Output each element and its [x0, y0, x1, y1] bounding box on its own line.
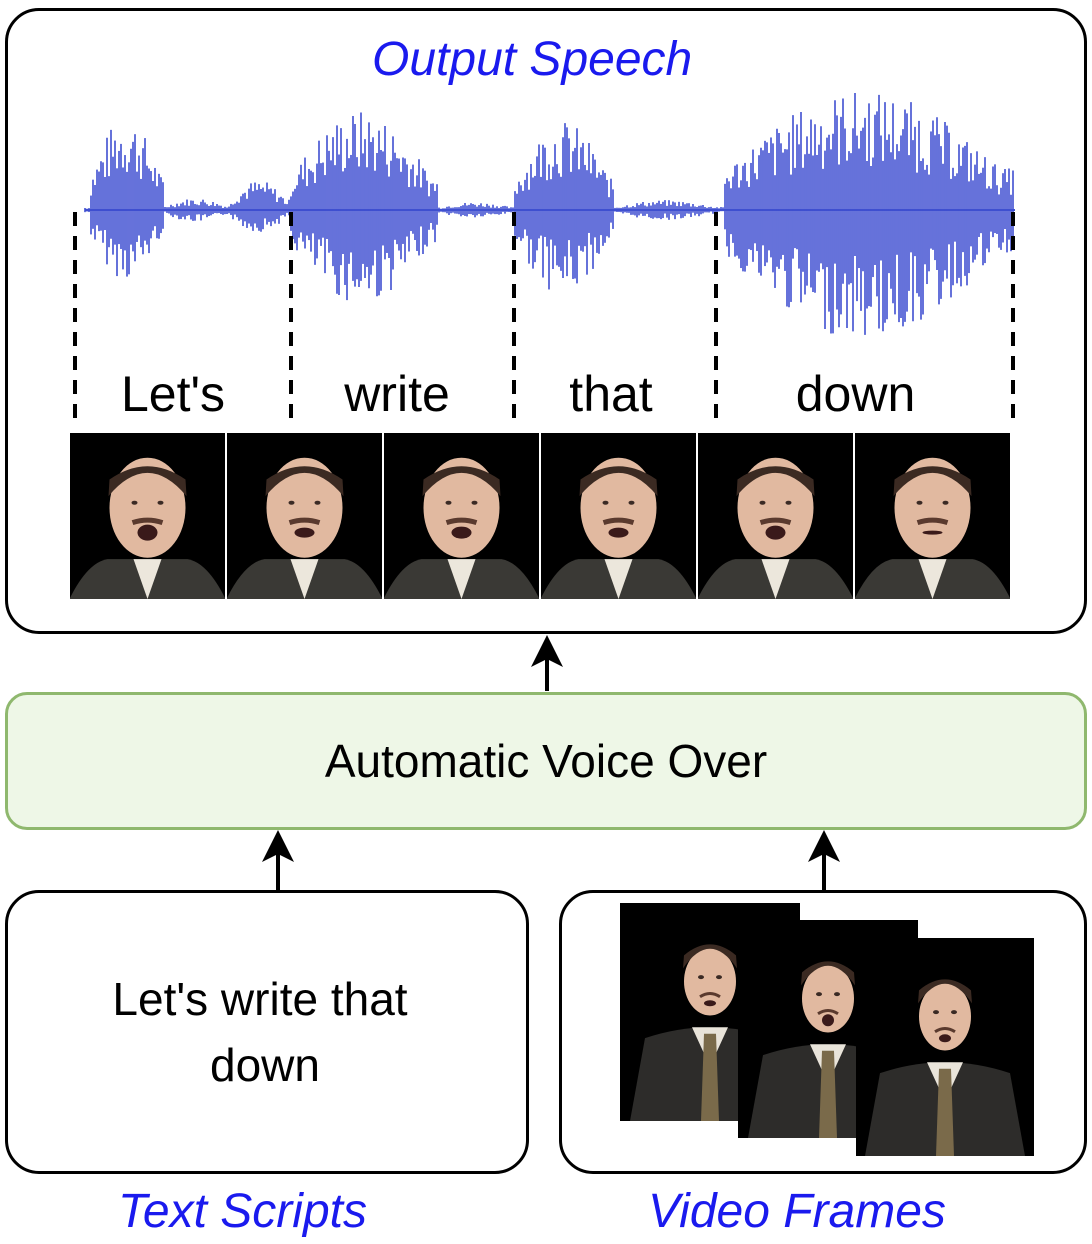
- face-frame: [855, 433, 1010, 599]
- output-speech-title: Output Speech: [372, 33, 693, 86]
- face-frame: [70, 433, 225, 599]
- text-scripts-caption: Text Scripts: [118, 1185, 367, 1238]
- video-frames-caption: Video Frames: [648, 1185, 946, 1238]
- word-lets: Let's: [120, 366, 226, 422]
- lip-frame-strip: [70, 433, 1012, 599]
- arrow-up-icon: [808, 830, 840, 890]
- word-down: down: [795, 366, 916, 422]
- script-line-2: down: [210, 1039, 320, 1091]
- automatic-voice-over-module: Automatic Voice Over: [5, 692, 1087, 830]
- text-scripts-box: [5, 890, 529, 1174]
- word-boundaries: [73, 212, 1015, 425]
- word-that: that: [569, 366, 653, 422]
- arrow-up-icon: [262, 830, 294, 890]
- word-write: write: [344, 366, 450, 422]
- script-line-1: Let's write that: [112, 973, 408, 1025]
- arrow-up-icon: [531, 635, 563, 691]
- video-frame-3: [856, 938, 1034, 1156]
- face-frame: [541, 433, 696, 599]
- waveform: [84, 92, 1015, 335]
- face-frame: [698, 433, 853, 599]
- face-frame: [227, 433, 382, 599]
- face-frame: [384, 433, 539, 599]
